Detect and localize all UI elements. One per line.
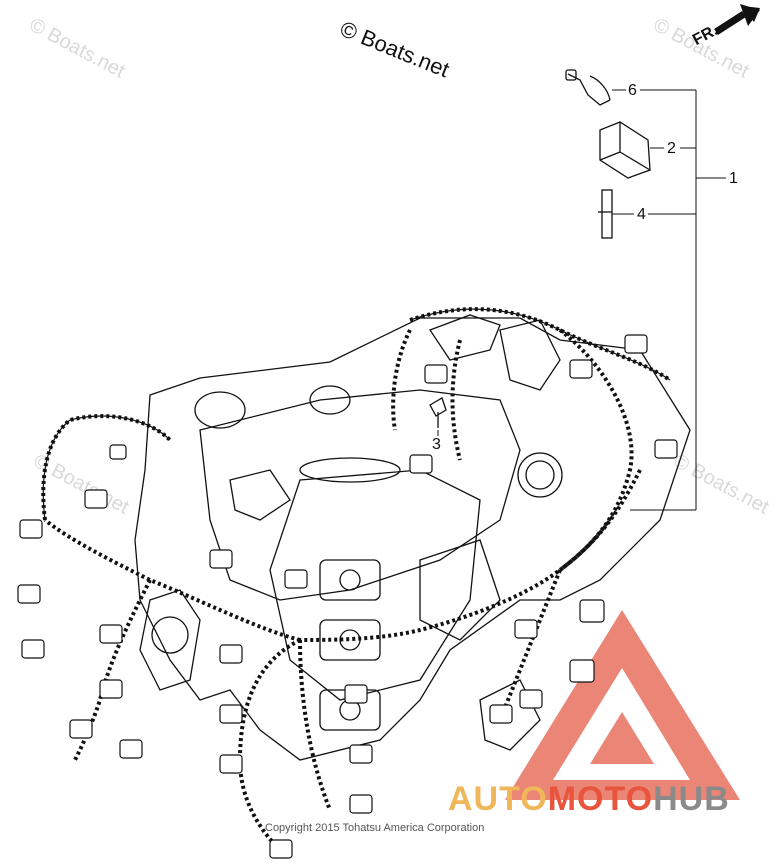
brand-part-2: MOTO <box>547 780 654 818</box>
callout-4: 4 <box>637 206 646 223</box>
brand-logo: AUTOMOTOHUB <box>448 780 730 819</box>
part-4-clip <box>598 189 613 239</box>
front-direction-arrow-icon <box>714 4 760 35</box>
callout-1: 1 <box>729 170 738 187</box>
connectors <box>17 334 678 859</box>
wiring-harness <box>41 307 672 852</box>
callout-2: 2 <box>667 140 676 157</box>
harness-outline <box>42 308 671 521</box>
part-3-bolt <box>429 397 447 428</box>
leader-lines <box>437 89 726 511</box>
brand-triangle <box>505 610 740 800</box>
callout-6: 6 <box>628 82 637 99</box>
engine-block <box>134 314 691 761</box>
brand-part-1: AUTO <box>448 780 548 818</box>
part-2-connector <box>599 121 651 179</box>
part-6-sensor <box>565 69 611 106</box>
copyright-text: Copyright 2015 Tohatsu America Corporati… <box>265 822 485 834</box>
brand-part-3: HUB <box>653 780 730 818</box>
callout-3: 3 <box>432 436 441 453</box>
